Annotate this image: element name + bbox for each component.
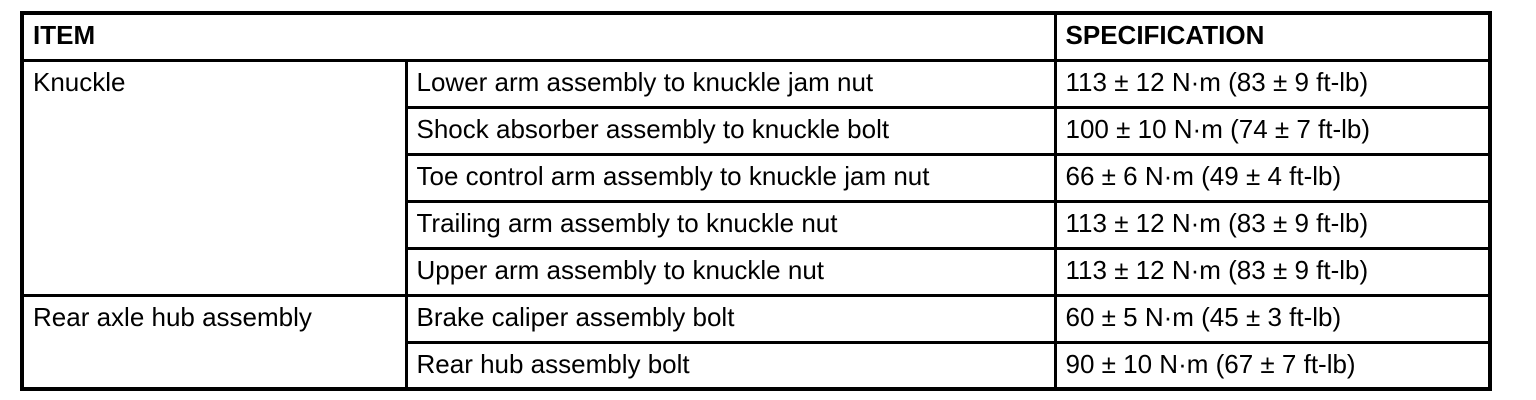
column-header-item: ITEM bbox=[20, 11, 1057, 62]
table-row: Toe control arm assembly to knuckle jam … bbox=[22, 152, 1492, 203]
spec-cell: 113 ± 12 N·m (83 ± 9 ft-lb) bbox=[1053, 246, 1492, 297]
item-group-rear-axle-hub-assembly: Rear axle hub assembly bbox=[20, 293, 408, 391]
table-row: Trailing arm assembly to knuckle nut 113… bbox=[22, 199, 1492, 250]
component-cell: Trailing arm assembly to knuckle nut bbox=[404, 199, 1057, 250]
column-header-specification: SPECIFICATION bbox=[1053, 11, 1492, 62]
component-cell: Upper arm assembly to knuckle nut bbox=[404, 246, 1057, 297]
component-cell: Lower arm assembly to knuckle jam nut bbox=[404, 58, 1057, 109]
spec-cell: 113 ± 12 N·m (83 ± 9 ft-lb) bbox=[1053, 199, 1492, 250]
torque-specification-table: ITEM SPECIFICATION Knuckle Lower arm ass… bbox=[20, 11, 1493, 391]
item-group-knuckle: Knuckle bbox=[20, 58, 408, 297]
spec-cell: 90 ± 10 N·m (67 ± 7 ft-lb) bbox=[1053, 340, 1492, 391]
component-cell: Shock absorber assembly to knuckle bolt bbox=[404, 105, 1057, 156]
spec-cell: 100 ± 10 N·m (74 ± 7 ft-lb) bbox=[1053, 105, 1492, 156]
table-row: Rear axle hub assembly Brake caliper ass… bbox=[20, 293, 1492, 391]
spec-cell: 60 ± 5 N·m (45 ± 3 ft-lb) bbox=[1053, 293, 1492, 344]
spec-cell: 66 ± 6 N·m (49 ± 4 ft-lb) bbox=[1053, 152, 1492, 203]
table-row: Shock absorber assembly to knuckle bolt … bbox=[22, 105, 1492, 156]
component-cell: Brake caliper assembly bolt bbox=[404, 293, 1057, 344]
table-row: Rear hub assembly bolt 90 ± 10 N·m (67 ±… bbox=[22, 340, 1492, 391]
header-row: ITEM SPECIFICATION bbox=[20, 11, 1492, 62]
table-row: Upper arm assembly to knuckle nut 113 ± … bbox=[22, 246, 1492, 297]
component-cell: Toe control arm assembly to knuckle jam … bbox=[404, 152, 1057, 203]
component-cell: Rear hub assembly bolt bbox=[404, 340, 1057, 391]
spec-cell: 113 ± 12 N·m (83 ± 9 ft-lb) bbox=[1053, 58, 1492, 109]
table-row: Knuckle Lower arm assembly to knuckle ja… bbox=[20, 58, 1492, 297]
